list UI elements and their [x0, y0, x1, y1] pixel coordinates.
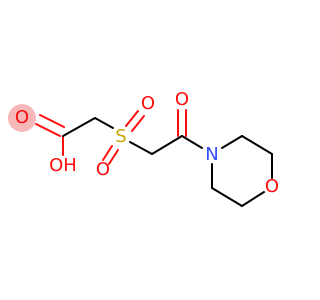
atom-sulfur: S — [115, 126, 126, 147]
bond-n-r1 — [221, 135, 243, 149]
bond-c3-c4 — [151, 135, 183, 155]
bond-r1-r2 — [241, 135, 273, 155]
bond-r3-r4 — [211, 187, 243, 207]
bond-s-c3 — [129, 141, 153, 155]
bond-c1-c2 — [62, 117, 96, 137]
atom-nitrogen: N — [205, 144, 218, 165]
atom-sulfonyl-o-right: O — [141, 93, 155, 114]
bond-s-o1-a — [125, 110, 139, 127]
bond-s-o2-a — [102, 145, 113, 161]
atom-ring-oxygen: O — [265, 176, 279, 197]
molecule-diagram: O OH S O O O N O — [8, 89, 279, 207]
atom-hydroxyl: OH — [49, 155, 77, 176]
highlight-marker — [8, 104, 36, 132]
atom-carbonyl-o: O — [15, 107, 29, 128]
atom-sulfonyl-o-bottom: O — [96, 159, 110, 180]
bond-c4-n — [181, 135, 203, 149]
bond-c1-o-double-a — [35, 123, 61, 137]
bond-o-r3 — [241, 191, 265, 207]
atom-ketone-o: O — [175, 89, 189, 110]
bond-c2-s — [94, 117, 114, 129]
structure-canvas: O OH S O O O N O — [8, 89, 280, 207]
bond-s-o2-b — [108, 149, 119, 165]
bond-c1-o-double-b — [39, 114, 65, 128]
bond-s-o1-b — [131, 115, 145, 132]
